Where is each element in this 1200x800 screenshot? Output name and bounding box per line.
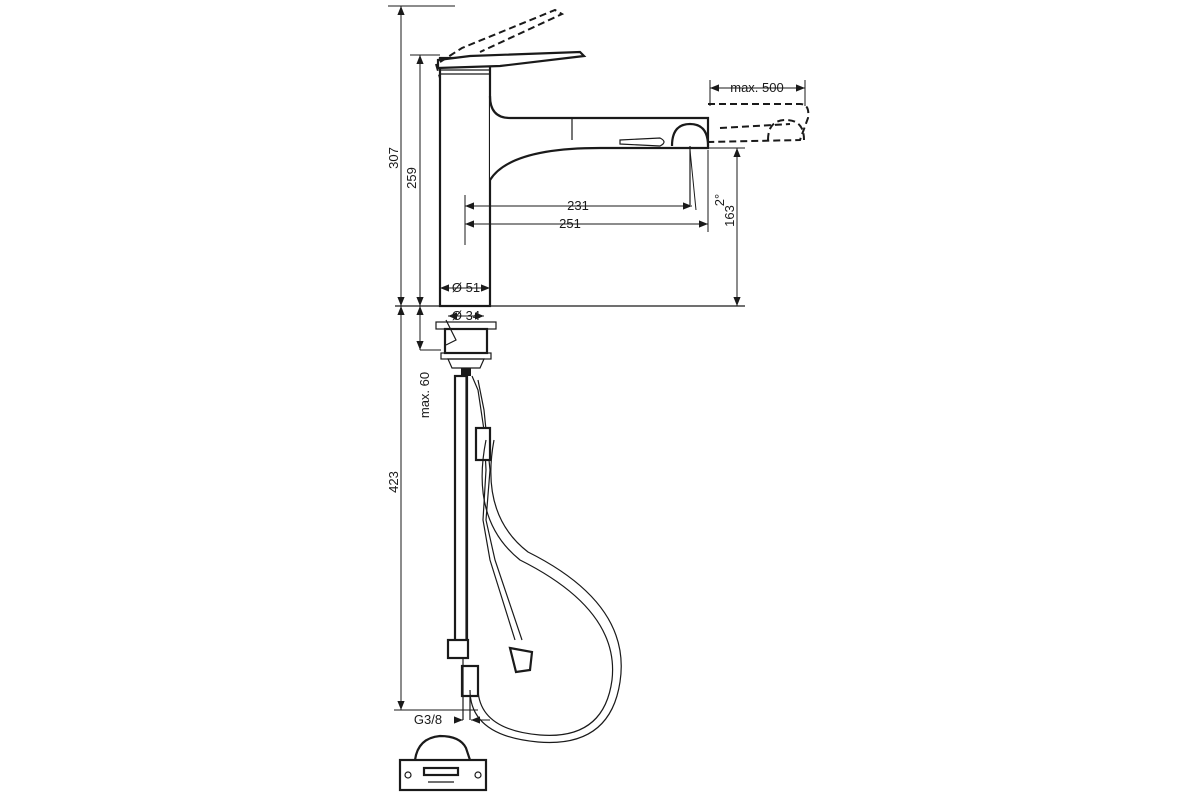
shower-hose-loop	[469, 439, 622, 744]
mounting-base	[395, 305, 745, 376]
dim-label-max60: max. 60	[417, 372, 432, 418]
hose-weight	[398, 734, 488, 792]
dim-label-163: 163	[722, 205, 737, 227]
dim-label-231: 231	[567, 198, 589, 213]
supply-hoses	[446, 374, 534, 720]
dim-label-dia34: Ø 34	[452, 308, 480, 323]
dim-label-max500: max. 500	[730, 80, 783, 95]
dim-label-423: 423	[386, 471, 401, 493]
dim-label-307: 307	[386, 147, 401, 169]
faucet-body	[435, 8, 710, 308]
dim-label-251: 251	[559, 216, 581, 231]
dim-label-259: 259	[404, 167, 419, 189]
dim-label-g38: G3/8	[414, 712, 442, 727]
pulled-out-spout	[707, 103, 810, 143]
dim-label-dia51: Ø 51	[452, 280, 480, 295]
dimension-lines	[388, 5, 806, 724]
dim-label-angle: 2°	[712, 194, 727, 206]
